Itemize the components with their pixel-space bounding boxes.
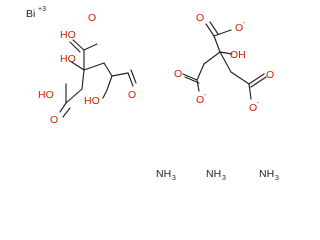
bond (219, 51, 232, 73)
bond (248, 83, 252, 100)
oxygen-label: O (266, 69, 274, 81)
oxygen-label: O (196, 12, 204, 24)
bond (81, 69, 85, 90)
bond (83, 62, 105, 71)
oxygen-label: O (174, 68, 182, 80)
negative-charge-label: - (257, 100, 260, 107)
bond (72, 39, 85, 51)
bond (69, 60, 85, 71)
carboxylate-oxygen-label: O (249, 102, 257, 114)
bond (62, 107, 71, 118)
oxygen-label: O (88, 12, 96, 24)
bond (130, 69, 137, 84)
negative-charge-label: - (204, 92, 207, 99)
oxygen-label: O (50, 114, 58, 126)
bismuth-charge-label: +3 (38, 6, 46, 13)
bond (209, 21, 219, 35)
ammonia-label: NH (206, 168, 221, 180)
ammonia-subscript: 3 (172, 175, 176, 182)
bond (213, 35, 221, 53)
bond (65, 88, 83, 104)
hydroxyl-label: HO (60, 29, 76, 41)
bond (219, 51, 233, 55)
ammonia-label: NH (156, 168, 171, 180)
bond (59, 102, 67, 113)
bond (106, 75, 113, 91)
bond (250, 76, 267, 88)
bond (213, 29, 232, 37)
bond (111, 72, 129, 77)
bond (184, 76, 200, 84)
bond (248, 73, 265, 85)
bond (230, 71, 250, 85)
citric-acid-molecule: Bi +3 O HO HO O HO O HO (26, 6, 137, 126)
hydroxyl-label: HO (84, 95, 100, 107)
hydroxyl-label: HO (38, 89, 54, 101)
bond (69, 41, 81, 53)
chemical-structure-diagram: Bi +3 O HO HO O HO O HO O O - OH O O O - (26, 6, 279, 182)
bond (102, 89, 108, 99)
ammonia-subscript: 3 (275, 175, 279, 182)
bond (83, 43, 98, 51)
hydroxyl-label: OH (230, 49, 246, 61)
bond (196, 63, 205, 81)
bismuth-label: Bi (26, 8, 35, 20)
ammonia-group: NH 3 NH 3 NH 3 (156, 168, 279, 182)
citrate-anion-molecule: O O - OH O O O - O - (174, 12, 274, 114)
bond (203, 51, 221, 65)
oxygen-label: O (128, 89, 136, 101)
ammonia-subscript: 3 (222, 175, 226, 182)
bond (127, 72, 134, 87)
negative-charge-label: - (243, 20, 246, 27)
hydroxyl-label: HO (60, 53, 76, 65)
carboxylate-oxygen-label: O (235, 22, 243, 34)
carboxylate-oxygen-label: O (196, 94, 204, 106)
bond (182, 73, 198, 81)
bond (103, 62, 113, 77)
bond (205, 23, 215, 37)
ammonia-label: NH (259, 168, 274, 180)
bond (196, 79, 200, 92)
